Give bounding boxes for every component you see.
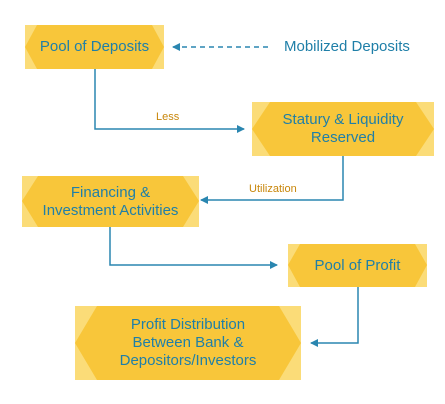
mobilized-deposits-label: Mobilized Deposits [284,38,410,55]
node-label: Pool of Profit [314,256,401,274]
node-statutory-liquidity-reserved: Statury & Liquidity Reserved [252,102,434,156]
less-arrow [94,69,245,133]
hexagon-shape [75,306,301,380]
node-pool-of-profit: Pool of Profit [288,244,427,287]
node-label: Pool of Deposits [39,38,150,55]
node-profit-distribution: Profit Distribution Between Bank & Depos… [75,306,301,380]
hexagon-shape [252,102,434,156]
hexagon-shape [22,176,199,227]
profit-to-distribution-arrow [310,287,359,347]
node-pool-of-deposits: Pool of Deposits [25,25,164,69]
node-label: Profit Distribution Between Bank & Depos… [119,316,257,369]
node-label: Financing & Investment Activities [42,183,179,219]
node-financing-investment-activities: Financing & Investment Activities [22,176,199,227]
edge-label-less: Less [156,111,180,123]
hexagon-shape [25,25,164,69]
hexagon-shape [288,244,427,287]
financing-to-profit-arrow [109,227,278,269]
edge-label-utilization: Utilization [249,183,297,195]
utilization-arrow [200,156,344,204]
node-label: Statury & Liquidity Reserved [282,111,404,146]
